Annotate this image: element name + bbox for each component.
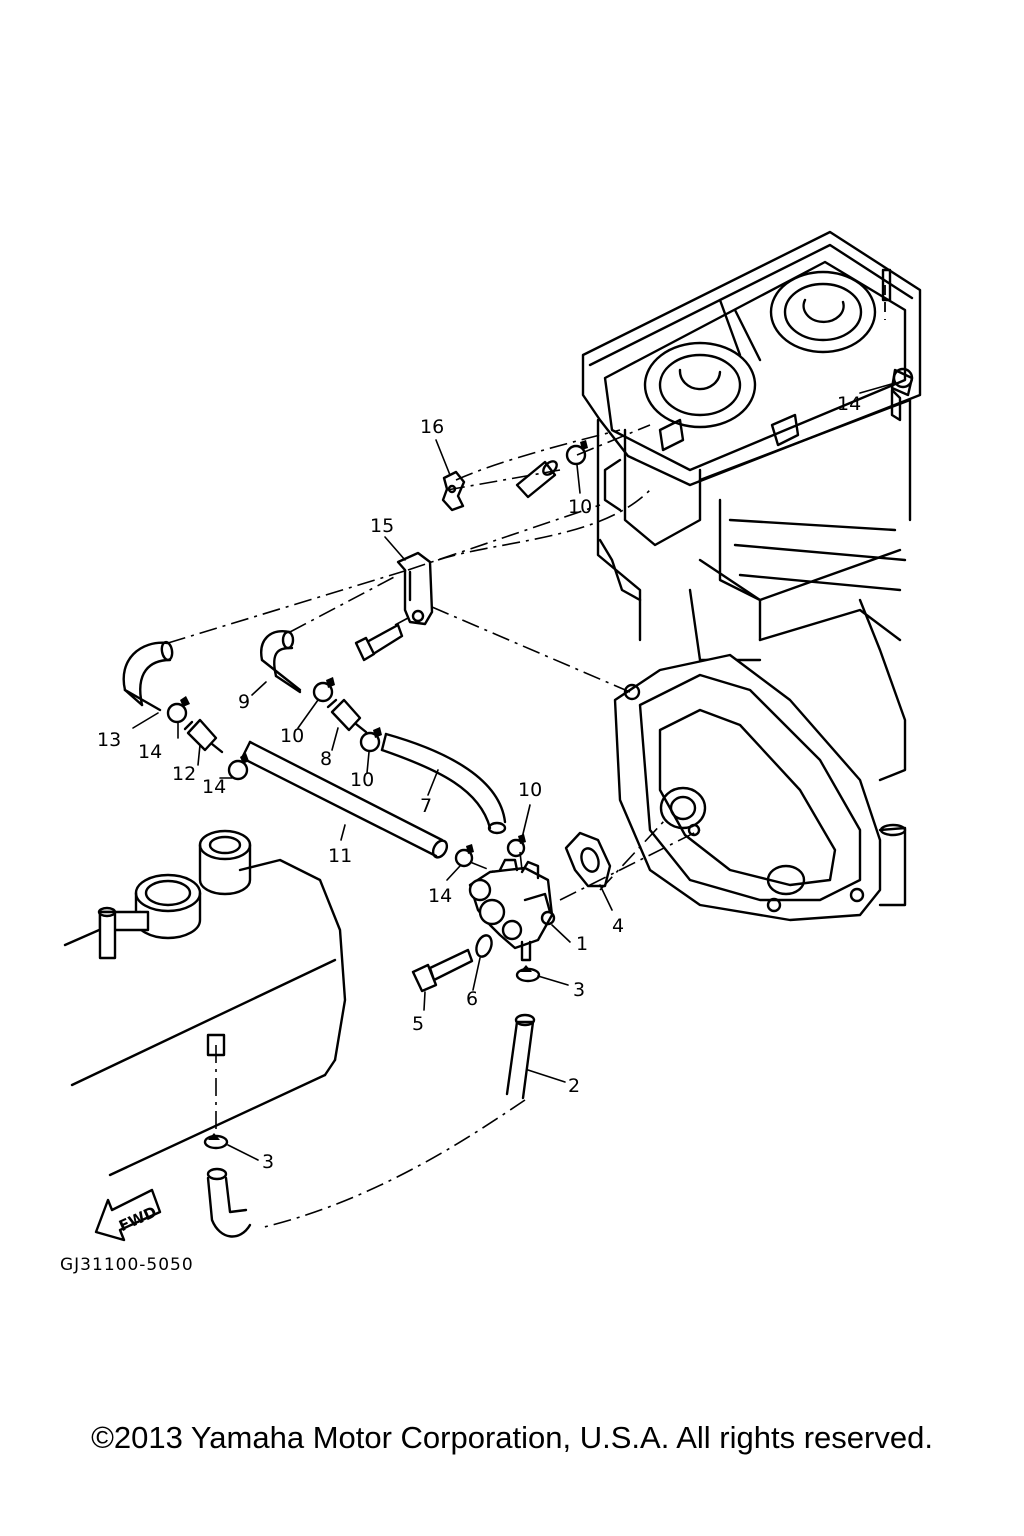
- callout-8: 8: [320, 748, 332, 770]
- callout-12: 12: [172, 763, 196, 785]
- drawing-code: GJ31100-5050: [60, 1255, 194, 1275]
- callout-3b: 3: [262, 1151, 274, 1173]
- fwd-arrow: FWD: [94, 1188, 162, 1242]
- copyright-notice: ©2013 Yamaha Motor Corporation, U.S.A. A…: [91, 1420, 933, 1455]
- callout-1: 1: [576, 933, 588, 955]
- callout-13: 13: [97, 729, 121, 751]
- callout-4: 4: [612, 915, 624, 937]
- callout-14c: 14: [202, 776, 226, 798]
- callout-6: 6: [466, 988, 478, 1010]
- callout-10b: 10: [280, 725, 304, 747]
- oil-tank: [63, 829, 347, 1177]
- callout-14a: 14: [837, 393, 861, 415]
- callout-3a: 3: [573, 979, 585, 1001]
- assembly-lines: [167, 424, 701, 1229]
- callout-10c: 10: [350, 769, 374, 791]
- callout-16: 16: [420, 416, 444, 438]
- callout-10a: 10: [568, 496, 592, 518]
- callout-7: 7: [420, 795, 432, 817]
- leader-lines: [132, 382, 896, 1161]
- engine-block: [581, 230, 922, 662]
- callout-15: 15: [370, 515, 394, 537]
- small-parts: [166, 367, 914, 1150]
- hoses: [122, 460, 558, 1238]
- magneto-cover: [613, 598, 907, 922]
- callout-14b: 14: [138, 741, 162, 763]
- callout-9: 9: [238, 691, 250, 713]
- callout-11: 11: [328, 845, 352, 867]
- callout-14d: 14: [428, 885, 452, 907]
- callout-5: 5: [412, 1013, 424, 1035]
- callout-10d: 10: [518, 779, 542, 801]
- callout-2: 2: [568, 1075, 580, 1097]
- callout-labels: 1 2 3 3 4 5 6 7 8 9 10 10 10 10 11 12 13…: [97, 393, 861, 1173]
